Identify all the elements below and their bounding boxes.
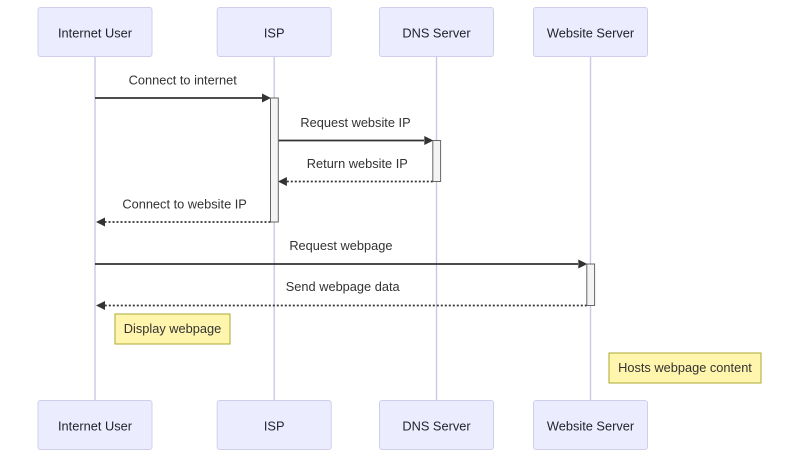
svg-text:Request website IP: Request website IP: [300, 115, 410, 130]
svg-text:DNS Server: DNS Server: [402, 419, 471, 434]
svg-text:DNS Server: DNS Server: [402, 25, 471, 40]
svg-text:Display webpage: Display webpage: [124, 321, 221, 336]
svg-text:Internet User: Internet User: [58, 25, 133, 40]
svg-text:Hosts webpage content: Hosts webpage content: [618, 360, 752, 375]
svg-text:Website Server: Website Server: [547, 419, 635, 434]
svg-text:Send webpage data: Send webpage data: [286, 279, 401, 294]
svg-text:Connect to internet: Connect to internet: [129, 73, 238, 88]
svg-text:Return website IP: Return website IP: [307, 156, 408, 171]
svg-text:Connect to website IP: Connect to website IP: [122, 197, 246, 212]
svg-text:ISP: ISP: [264, 25, 285, 40]
svg-text:Internet User: Internet User: [58, 419, 133, 434]
svg-text:Website Server: Website Server: [547, 25, 635, 40]
svg-text:ISP: ISP: [264, 419, 285, 434]
svg-text:Request webpage: Request webpage: [289, 238, 392, 253]
